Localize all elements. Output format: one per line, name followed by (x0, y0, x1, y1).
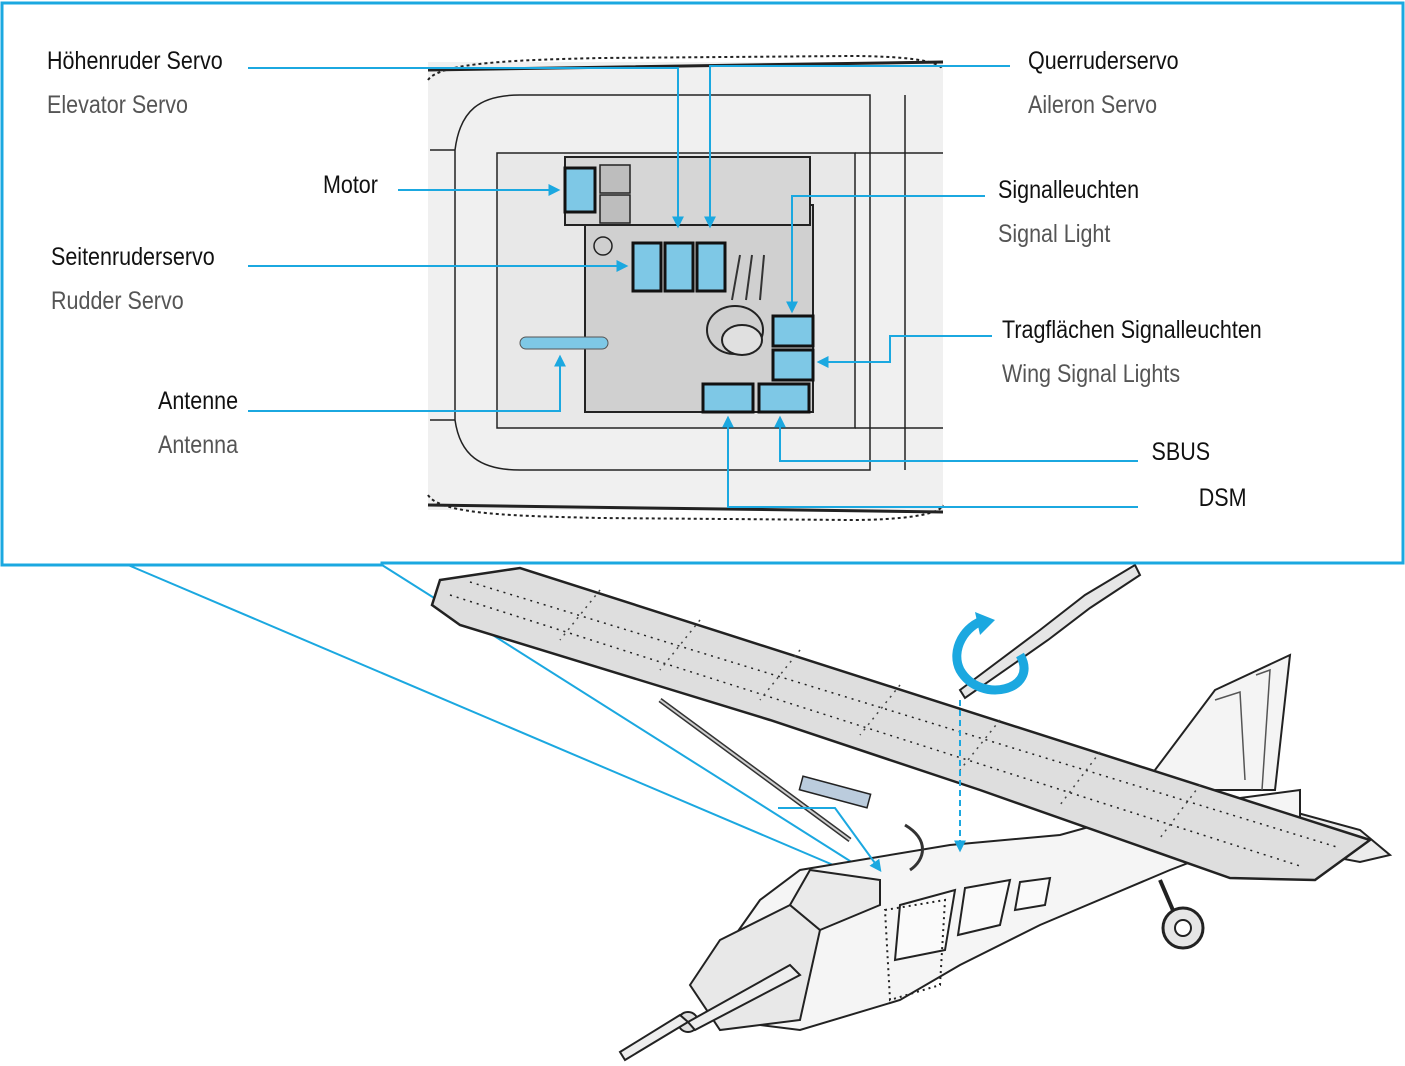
label-signal-de: Signalleuchten (998, 176, 1140, 204)
label-rudder-de: Seitenruderservo (51, 243, 215, 271)
label-sbus: SBUS (1151, 438, 1210, 466)
label-elevator-de: Höhenruder Servo (47, 47, 223, 75)
connector-sbus (757, 382, 811, 414)
leader-dsm (722, 415, 1138, 508)
leader-elevator (248, 67, 684, 229)
leader-antenna (248, 354, 566, 412)
label-wing-signal-de: Tragflächen Signalleuchten (1002, 316, 1262, 344)
screwdriver (958, 563, 1142, 700)
leader-lines (248, 65, 1138, 508)
receiver-module (798, 775, 872, 809)
connector-wing-lights (771, 348, 815, 382)
label-elevator-en: Elevator Servo (47, 91, 189, 119)
zoomed-fuselage-view (427, 54, 944, 522)
leader-wing-lights (816, 335, 992, 368)
label-dsm: DSM (1199, 484, 1247, 512)
label-signal-en: Signal Light (998, 220, 1111, 248)
leader-signal (786, 195, 985, 314)
connector-dsm (701, 382, 755, 414)
label-wing-signal-en: Wing Signal Lights (1002, 360, 1181, 388)
leader-aileron (704, 65, 1010, 229)
vertical-tail (1138, 653, 1292, 791)
connector-elevator (663, 241, 695, 293)
connector-signal-light (771, 314, 815, 348)
label-aileron-de: Querruderservo (1028, 47, 1179, 75)
label-antenna-en: Antenna (158, 431, 239, 459)
airplane-illustration (127, 563, 1393, 1062)
label-rudder-en: Rudder Servo (51, 287, 184, 315)
label-antenna-de: Antenne (158, 387, 239, 415)
window (893, 888, 957, 962)
connector-aileron (695, 241, 727, 293)
cabin-door (883, 898, 947, 1002)
connector-rudder (631, 241, 663, 293)
rotation-arrow-icon (952, 615, 1029, 695)
label-aileron-en: Aileron Servo (1028, 91, 1158, 119)
antenna-element (519, 336, 609, 350)
main-wing (430, 566, 1373, 882)
propeller-blade (686, 963, 802, 1032)
connector-motor (563, 166, 597, 214)
label-motor-de: Motor (323, 171, 378, 199)
leader-sbus (774, 415, 1138, 462)
zoom-line-left (127, 564, 846, 871)
